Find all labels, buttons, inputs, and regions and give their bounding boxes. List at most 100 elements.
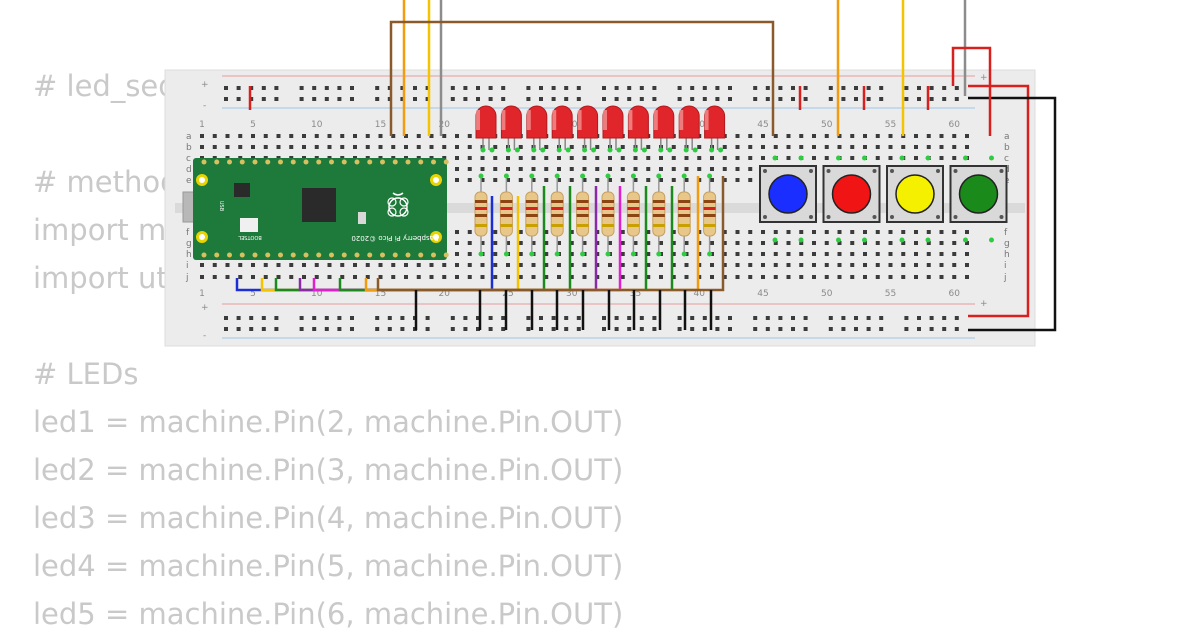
breadboard-hole <box>722 167 727 171</box>
breadboard-hole <box>786 156 791 160</box>
breadboard-hole <box>289 145 294 149</box>
breadboard-hole <box>327 275 332 279</box>
breadboard-hole <box>965 134 969 138</box>
rail-plus-label-tr: + <box>980 73 988 83</box>
resistor-band <box>500 224 513 227</box>
rail-hole <box>236 86 241 90</box>
rail-hole <box>614 316 619 320</box>
rail-hole <box>627 316 632 320</box>
pushbutton-pin-indicator <box>899 237 905 243</box>
pushbutton-pin-indicator <box>798 155 804 161</box>
column-label: 50 <box>821 289 833 299</box>
rail-hole <box>564 97 569 101</box>
column-label: 60 <box>949 120 961 130</box>
breadboard-hole <box>493 263 498 267</box>
breadboard-hole <box>391 263 396 267</box>
breadboard-hole <box>455 134 459 138</box>
row-letter: f <box>1004 228 1008 238</box>
breadboard-hole <box>608 167 612 171</box>
rail-hole <box>828 316 833 320</box>
breadboard-hole <box>582 241 587 245</box>
resistor-band <box>525 214 538 217</box>
resistor-pin-indicator <box>529 173 535 179</box>
pico-pin <box>367 159 373 165</box>
breadboard-hole <box>569 241 574 245</box>
column-label: 55 <box>885 120 896 130</box>
rail-hole <box>803 86 808 90</box>
pico-pin <box>341 159 347 165</box>
breadboard-hole <box>212 263 217 267</box>
row-letter: a <box>1004 132 1010 142</box>
breadboard-hole <box>812 156 816 160</box>
rail-hole <box>261 86 266 90</box>
column-label: 15 <box>375 289 386 299</box>
pico-pin <box>227 159 232 165</box>
breadboard-hole <box>327 145 332 149</box>
pushbutton-cap <box>895 174 935 214</box>
breadboard-hole <box>722 241 727 245</box>
breadboard-hole <box>646 252 651 256</box>
breadboard-hole <box>608 241 612 245</box>
rail-hole <box>312 86 317 90</box>
rail-hole <box>702 97 707 101</box>
rail-plus-label-br: + <box>980 299 988 309</box>
breadboard-hole <box>404 134 408 138</box>
breadboard-hole <box>748 230 753 234</box>
breadboard-hole <box>238 145 243 149</box>
led-highlight <box>653 110 658 130</box>
led-pin-indicator <box>489 147 495 153</box>
breadboard-hole <box>684 263 689 267</box>
rail-hole <box>753 327 758 331</box>
breadboard-hole <box>212 134 217 138</box>
breadboard-hole <box>748 167 753 171</box>
rail-hole <box>866 316 871 320</box>
breadboard-hole <box>646 263 651 267</box>
rail-hole <box>728 86 732 90</box>
breadboard-hole <box>786 241 791 245</box>
breadboard-hole <box>875 230 880 234</box>
rail-hole <box>854 97 858 101</box>
rail-hole <box>778 97 783 101</box>
pico-pin <box>380 159 385 165</box>
breadboard-hole <box>837 230 842 234</box>
breadboard-hole <box>518 178 523 182</box>
breadboard-hole <box>544 230 549 234</box>
led-pin-indicator <box>556 147 562 153</box>
resistor-band <box>652 207 665 210</box>
breadboard-hole <box>608 156 612 160</box>
rail-hole <box>728 316 732 320</box>
led-pin-indicator <box>667 147 673 153</box>
breadboard-hole <box>582 263 587 267</box>
code-line: led2 = machine.Pin(3, machine.Pin.OUT) <box>33 453 624 487</box>
resistor-pin-indicator <box>580 173 586 179</box>
breadboard-hole <box>799 145 804 149</box>
led <box>475 105 497 153</box>
rail-hole <box>236 327 241 331</box>
breadboard-hole <box>671 241 676 245</box>
rail-hole <box>312 97 317 101</box>
breadboard-hole <box>225 145 230 149</box>
rail-hole <box>765 97 770 101</box>
rail-hole <box>614 86 619 90</box>
breadboard-hole <box>442 263 447 267</box>
breadboard-hole <box>506 156 510 160</box>
rail-hole <box>576 86 581 90</box>
breadboard-hole <box>620 156 625 160</box>
resistor-band <box>627 224 640 227</box>
rail-minus-label-bl: - <box>203 331 206 341</box>
breadboard-hole <box>748 134 753 138</box>
rail-hole <box>791 327 795 331</box>
column-label: 10 <box>311 120 323 130</box>
breadboard-hole <box>263 275 268 279</box>
breadboard-hole <box>569 145 574 149</box>
rail-hole <box>917 97 921 101</box>
code-line: # LEDs <box>33 357 139 391</box>
raspberry-logo-icon <box>387 192 409 217</box>
rail-hole <box>627 327 632 331</box>
resistor-pin-indicator <box>503 251 509 257</box>
rail-hole <box>312 316 317 320</box>
breadboard-hole <box>340 145 345 149</box>
breadboard-hole <box>531 275 536 279</box>
led-pin-indicator <box>632 147 638 153</box>
rail-hole <box>400 97 405 101</box>
